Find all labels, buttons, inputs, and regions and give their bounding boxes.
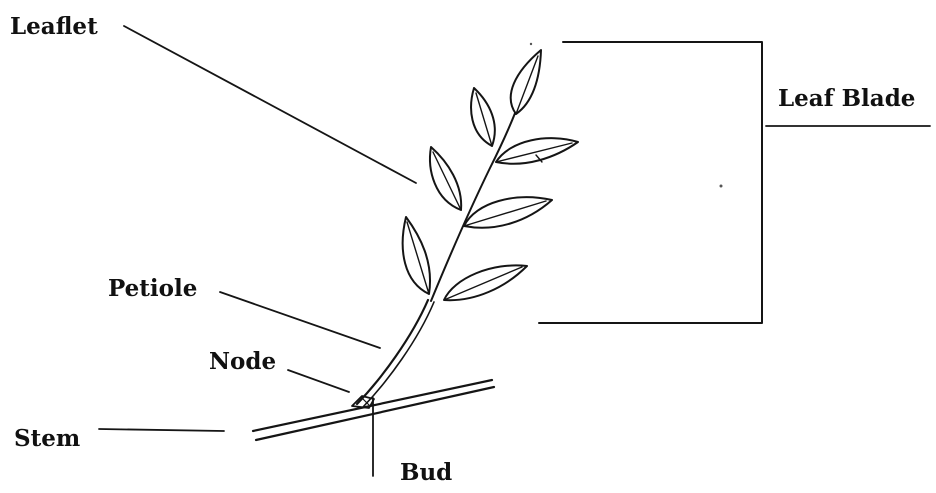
label-bud: Bud (400, 459, 452, 486)
leaflet-right-1 (495, 137, 579, 165)
pointer-lines (98, 25, 417, 477)
label-leaf-blade: Leaf Blade (778, 85, 915, 112)
label-node: Node (209, 348, 276, 375)
petiole (355, 99, 521, 408)
stem-pointer (98, 428, 225, 432)
label-stem: Stem (14, 425, 80, 452)
label-petiole: Petiole (108, 275, 197, 302)
label-leaflet: Leaflet (10, 13, 98, 40)
leaflet-top (509, 49, 542, 115)
leaflets (401, 49, 579, 302)
leaflet-right-2 (463, 196, 553, 229)
leaflet-left-2 (429, 146, 463, 211)
petiole-pointer (219, 291, 381, 349)
node-pointer (287, 369, 350, 393)
leaflet-left-3 (401, 216, 431, 295)
leaflet-pointer (123, 25, 417, 184)
leaflet-right-3 (443, 264, 528, 302)
scan-specks (529, 42, 723, 188)
leaf-blade-bracket (538, 41, 931, 324)
leaflet-left-1 (470, 87, 496, 147)
